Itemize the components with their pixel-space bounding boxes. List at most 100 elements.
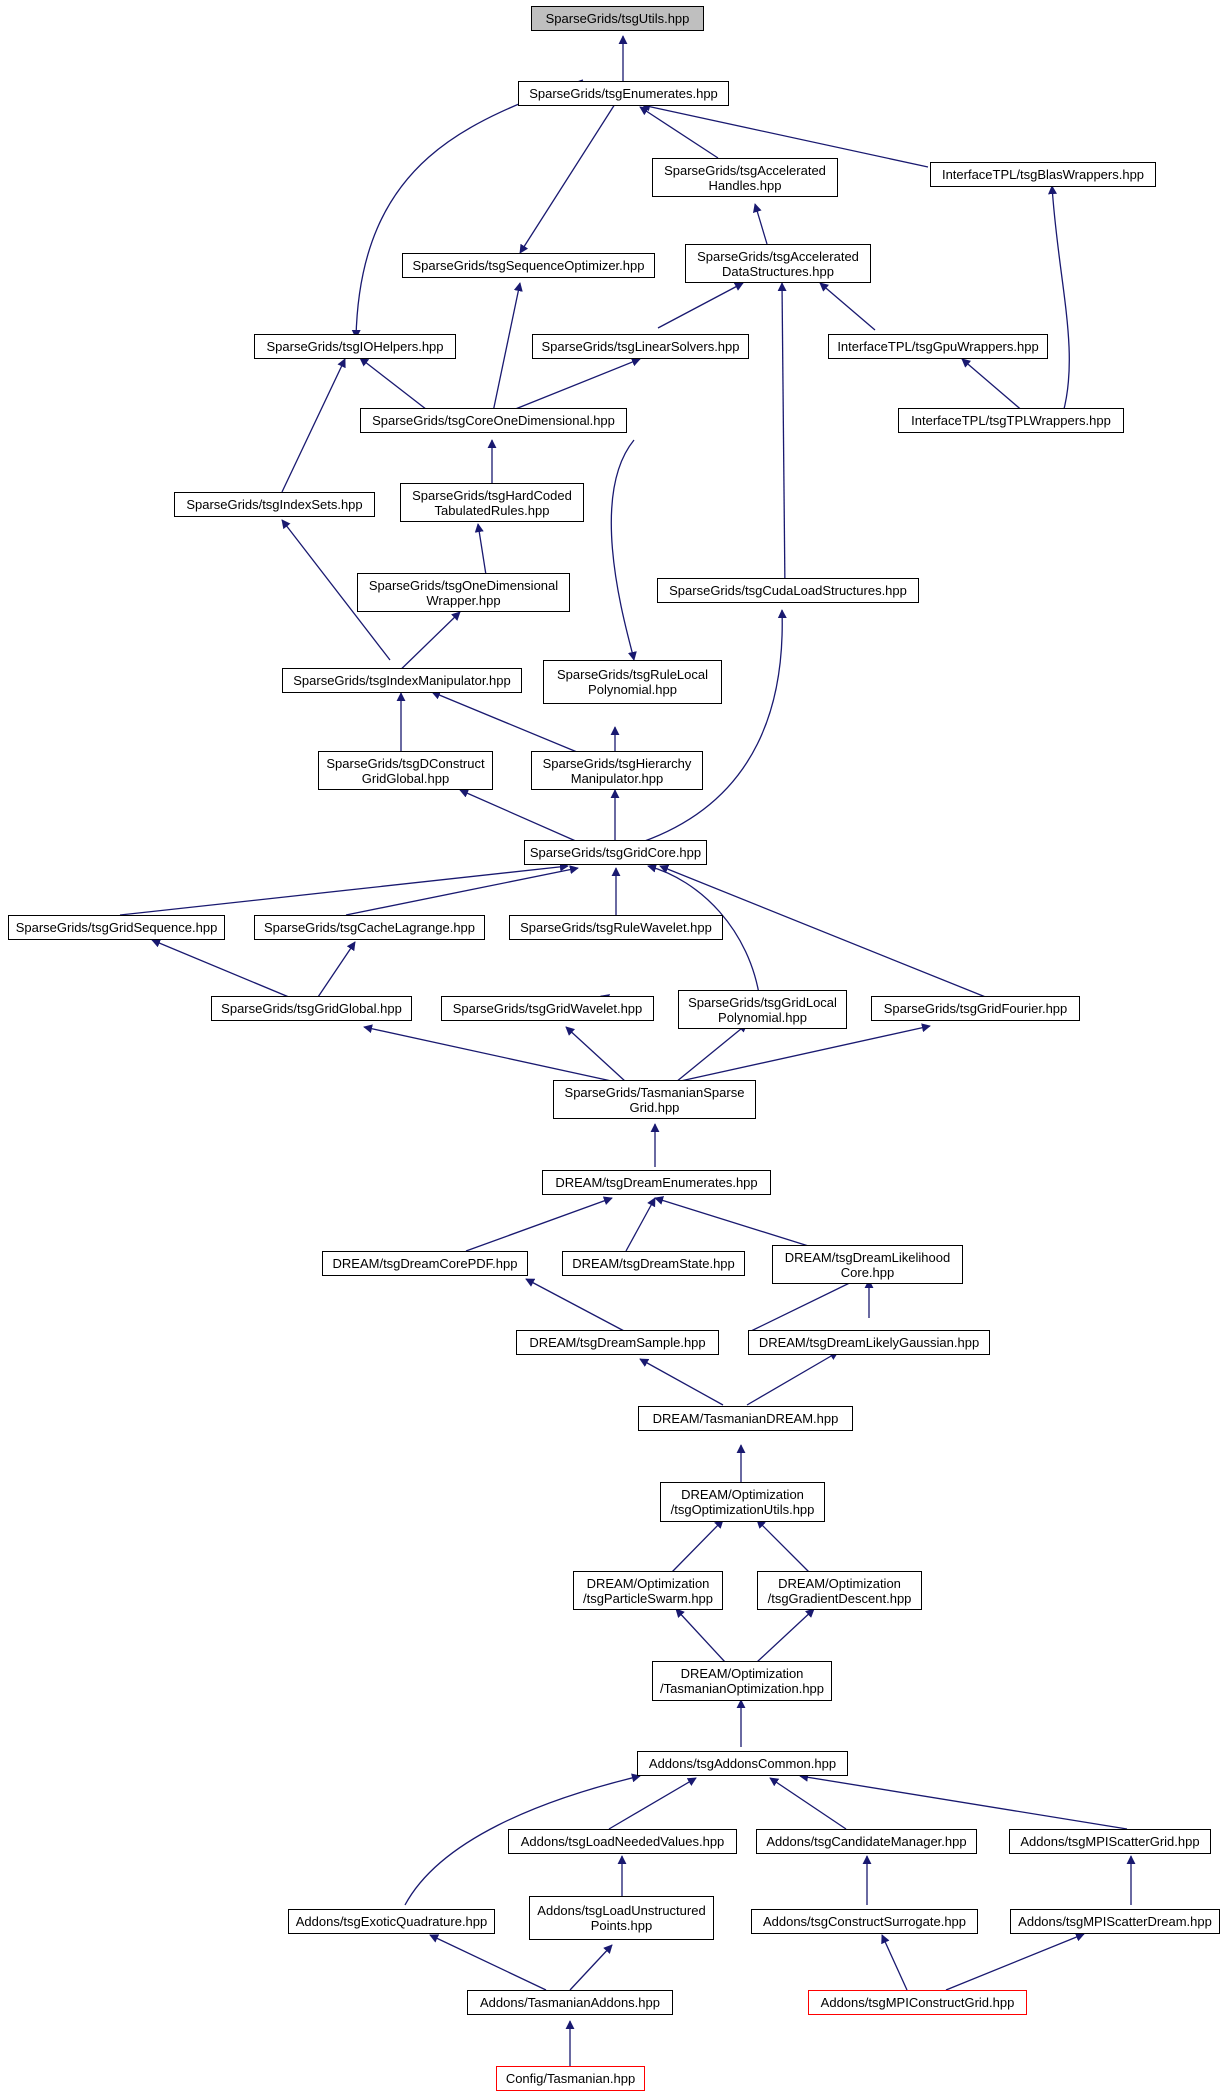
node-tsg-construct-surrogate[interactable]: Addons/tsgConstructSurrogate.hpp <box>751 1909 978 1934</box>
node-tsg-grid-wavelet[interactable]: SparseGrids/tsgGridWavelet.hpp <box>441 996 654 1021</box>
node-config-tasmanian[interactable]: Config/Tasmanian.hpp <box>496 2066 645 2091</box>
node-tsg-core-one-dimensional[interactable]: SparseGrids/tsgCoreOneDimensional.hpp <box>360 408 627 433</box>
edge <box>404 1773 641 1906</box>
edge <box>671 1519 724 1573</box>
edge <box>315 941 356 1001</box>
edge <box>748 1274 867 1333</box>
edge <box>119 862 569 916</box>
node-tsg-mpi-scatter-dream[interactable]: Addons/tsgMPIScatterDream.hpp <box>1010 1909 1220 1934</box>
edge <box>281 519 391 661</box>
edge <box>881 1934 908 1991</box>
node-tsg-grid-local-polynomial[interactable]: SparseGrids/tsgGridLocal Polynomial.hpp <box>678 990 847 1029</box>
edge <box>654 1196 819 1250</box>
node-tsg-dream-enumerates[interactable]: DREAM/tsgDreamEnumerates.hpp <box>542 1170 771 1195</box>
edge <box>565 1026 627 1083</box>
edge <box>819 282 876 331</box>
node-tsg-accelerated-handles[interactable]: SparseGrids/tsgAccelerated Handles.hpp <box>652 158 838 197</box>
edge <box>945 1932 1085 1991</box>
edge <box>675 1608 726 1663</box>
node-tsg-grid-core[interactable]: SparseGrids/tsgGridCore.hpp <box>524 840 707 865</box>
edge <box>675 1023 748 1083</box>
node-tsg-mpi-construct-grid[interactable]: Addons/tsgMPIConstructGrid.hpp <box>808 1990 1027 2015</box>
edge <box>753 203 768 245</box>
node-tsg-grid-global[interactable]: SparseGrids/tsgGridGlobal.hpp <box>211 996 412 1021</box>
edge <box>756 1519 810 1573</box>
edge <box>777 282 787 594</box>
edge <box>769 1777 847 1830</box>
node-tsg-dream-state[interactable]: DREAM/tsgDreamState.hpp <box>562 1251 745 1276</box>
edge <box>345 865 579 916</box>
edge <box>610 439 637 661</box>
node-tsg-grid-sequence[interactable]: SparseGrids/tsgGridSequence.hpp <box>8 915 225 940</box>
node-tsg-grid-fourier[interactable]: SparseGrids/tsgGridFourier.hpp <box>871 996 1080 1021</box>
node-tsg-gradient-descent[interactable]: DREAM/Optimization /tsgGradientDescent.h… <box>757 1571 922 1610</box>
edge <box>675 1023 931 1083</box>
node-tsg-dconstruct-grid-global[interactable]: SparseGrids/tsgDConstruct GridGlobal.hpp <box>318 751 493 790</box>
edge <box>746 1351 839 1406</box>
edge <box>519 103 616 254</box>
node-tsg-cache-lagrange[interactable]: SparseGrids/tsgCacheLagrange.hpp <box>254 915 485 940</box>
edge <box>507 357 641 413</box>
edge <box>429 1934 547 1991</box>
edge <box>281 358 346 493</box>
node-tsg-one-dimensional-wrapper[interactable]: SparseGrids/tsgOneDimensional Wrapper.hp… <box>357 573 570 612</box>
node-tasmanian-sparse-grid[interactable]: SparseGrids/TasmanianSparse Grid.hpp <box>553 1080 756 1119</box>
node-tsg-blas-wrappers[interactable]: InterfaceTPL/tsgBlasWrappers.hpp <box>930 162 1156 187</box>
edge <box>151 938 297 1001</box>
node-tsg-cuda-load-structures[interactable]: SparseGrids/tsgCudaLoadStructures.hpp <box>657 578 919 603</box>
edge <box>569 1944 613 1991</box>
edge <box>639 106 719 159</box>
node-tsg-exotic-quadrature[interactable]: Addons/tsgExoticQuadrature.hpp <box>288 1909 495 1934</box>
node-tsg-rule-local-polynomial[interactable]: SparseGrids/tsgRuleLocal Polynomial.hpp <box>543 660 722 704</box>
edge <box>474 523 487 576</box>
edge <box>459 789 579 843</box>
edge <box>1048 185 1070 414</box>
edge <box>641 102 929 168</box>
node-tasmanian-addons[interactable]: Addons/TasmanianAddons.hpp <box>467 1990 673 2015</box>
node-tsg-gpu-wrappers[interactable]: InterfaceTPL/tsgGpuWrappers.hpp <box>828 334 1048 359</box>
edge <box>799 1772 1128 1830</box>
node-tsg-candidate-manager[interactable]: Addons/tsgCandidateManager.hpp <box>756 1829 977 1854</box>
node-tsg-dream-likely-gaussian[interactable]: DREAM/tsgDreamLikelyGaussian.hpp <box>748 1330 990 1355</box>
node-tsg-addons-common[interactable]: Addons/tsgAddonsCommon.hpp <box>637 1751 848 1776</box>
node-tsg-enumerates[interactable]: SparseGrids/tsgEnumerates.hpp <box>518 81 729 106</box>
node-tsg-accelerated-datastructures[interactable]: SparseGrids/tsgAccelerated DataStructure… <box>685 244 871 283</box>
dependency-edges <box>119 35 1136 2066</box>
node-tsg-linear-solvers[interactable]: SparseGrids/tsgLinearSolvers.hpp <box>532 334 749 359</box>
edge <box>961 358 1026 414</box>
edge <box>659 864 994 1001</box>
edge <box>492 282 523 413</box>
edge <box>756 1608 815 1663</box>
node-tasmanian-optimization[interactable]: DREAM/Optimization /TasmanianOptimizatio… <box>652 1661 832 1701</box>
node-tsg-load-unstructured-points[interactable]: Addons/tsgLoadUnstructured Points.hpp <box>529 1896 714 1940</box>
edge <box>657 282 744 329</box>
edge <box>351 79 584 339</box>
node-tsg-mpi-scatter-grid[interactable]: Addons/tsgMPIScatterGrid.hpp <box>1009 1829 1211 1854</box>
node-tsg-index-manipulator[interactable]: SparseGrids/tsgIndexManipulator.hpp <box>282 668 522 693</box>
node-tsg-dream-sample[interactable]: DREAM/tsgDreamSample.hpp <box>516 1330 719 1355</box>
node-tsg-utils: SparseGrids/tsgUtils.hpp <box>531 6 704 31</box>
edge <box>608 1777 697 1830</box>
node-tsg-dream-core-pdf[interactable]: DREAM/tsgDreamCorePDF.hpp <box>322 1251 528 1276</box>
node-tsg-hardcoded-tabulated-rules[interactable]: SparseGrids/tsgHardCoded TabulatedRules.… <box>400 483 584 522</box>
edge <box>641 609 787 843</box>
node-tsg-load-needed-values[interactable]: Addons/tsgLoadNeededValues.hpp <box>508 1829 737 1854</box>
edge <box>431 690 578 753</box>
edge <box>465 1196 613 1252</box>
node-tsg-hierarchy-manipulator[interactable]: SparseGrids/tsgHierarchy Manipulator.hpp <box>531 751 703 790</box>
node-tsg-sequence-optimizer[interactable]: SparseGrids/tsgSequenceOptimizer.hpp <box>402 253 655 278</box>
edge <box>359 357 432 414</box>
node-tsg-index-sets[interactable]: SparseGrids/tsgIndexSets.hpp <box>174 492 375 517</box>
node-tsg-tpl-wrappers[interactable]: InterfaceTPL/tsgTPLWrappers.hpp <box>898 408 1124 433</box>
node-tsg-io-helpers[interactable]: SparseGrids/tsgIOHelpers.hpp <box>254 334 456 359</box>
edge <box>363 1024 617 1083</box>
node-tasmanian-dream[interactable]: DREAM/TasmanianDREAM.hpp <box>638 1406 853 1431</box>
edge <box>639 1358 724 1406</box>
edge <box>625 1197 656 1252</box>
node-tsg-particle-swarm[interactable]: DREAM/Optimization /tsgParticleSwarm.hpp <box>573 1571 723 1610</box>
node-tsg-rule-wavelet[interactable]: SparseGrids/tsgRuleWavelet.hpp <box>509 915 723 940</box>
node-tsg-dream-likelihood-core[interactable]: DREAM/tsgDreamLikelihood Core.hpp <box>772 1245 963 1284</box>
node-tsg-optimization-utils[interactable]: DREAM/Optimization /tsgOptimizationUtils… <box>660 1482 825 1522</box>
edge <box>525 1278 627 1333</box>
